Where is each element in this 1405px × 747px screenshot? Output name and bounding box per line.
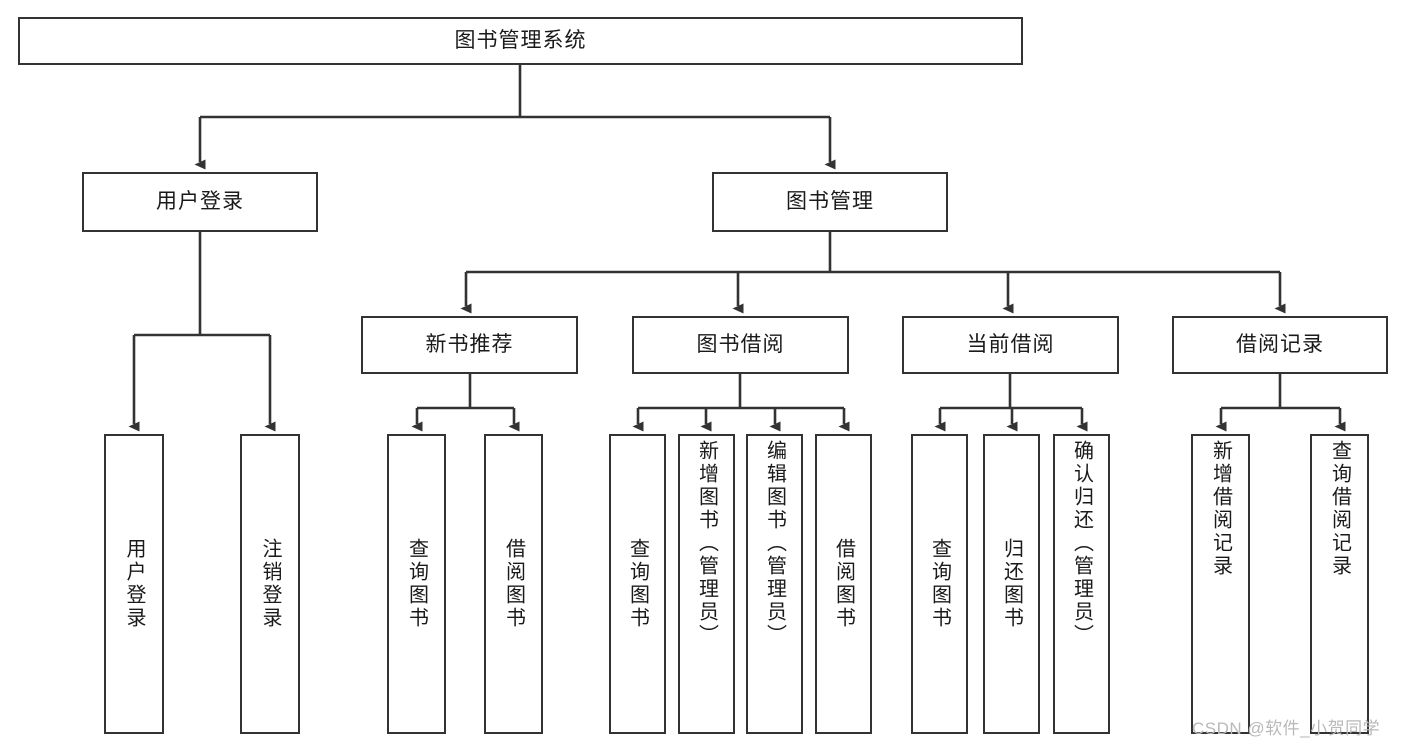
leaf-confirm-return-admin[interactable]: 确认归还（管理员） — [1053, 434, 1110, 734]
node-new-book-recommendation[interactable]: 新书推荐 — [361, 316, 578, 374]
leaf-borrow-book-borrow-label: 借阅图书 — [832, 538, 855, 630]
node-borrow-record[interactable]: 借阅记录 — [1172, 316, 1388, 374]
leaf-add-book-admin[interactable]: 新增图书（管理员） — [678, 434, 735, 734]
leaf-return-book[interactable]: 归还图书 — [983, 434, 1040, 734]
leaf-user-logout[interactable]: 注销登录 — [240, 434, 300, 734]
leaf-query-book-borrow-label: 查询图书 — [626, 538, 649, 630]
node-book-manage-label: 图书管理 — [786, 189, 874, 213]
leaf-edit-book-admin[interactable]: 编辑图书（管理员） — [746, 434, 803, 734]
leaf-user-login-label: 用户登录 — [123, 538, 145, 630]
node-borrow-record-label: 借阅记录 — [1236, 332, 1324, 356]
csdn-watermark: CSDN @软件_小贺同学 — [1192, 719, 1381, 738]
leaf-borrow-book-recommendation-label: 借阅图书 — [502, 538, 525, 630]
node-user-login[interactable]: 用户登录 — [82, 172, 318, 232]
node-user-login-label: 用户登录 — [156, 189, 244, 213]
leaf-add-borrow-record-label: 新增借阅记录 — [1209, 440, 1232, 578]
leaf-add-borrow-record[interactable]: 新增借阅记录 — [1191, 434, 1250, 734]
leaf-return-book-label: 归还图书 — [1000, 538, 1023, 630]
leaf-add-book-admin-label: 新增图书（管理员） — [695, 440, 718, 647]
node-book-borrow-label: 图书借阅 — [696, 332, 785, 356]
leaf-borrow-book-borrow[interactable]: 借阅图书 — [815, 434, 872, 734]
node-root[interactable]: 图书管理系统 — [18, 17, 1023, 65]
leaf-query-book-current[interactable]: 查询图书 — [911, 434, 968, 734]
leaf-query-book-current-label: 查询图书 — [928, 538, 951, 630]
leaf-borrow-book-recommendation[interactable]: 借阅图书 — [484, 434, 543, 734]
leaf-query-borrow-record-label: 查询借阅记录 — [1328, 440, 1351, 578]
leaf-user-logout-label: 注销登录 — [259, 538, 281, 630]
node-book-manage[interactable]: 图书管理 — [712, 172, 948, 232]
leaf-query-borrow-record[interactable]: 查询借阅记录 — [1310, 434, 1369, 734]
leaf-query-book-recommendation-label: 查询图书 — [405, 538, 428, 630]
leaf-query-book-borrow[interactable]: 查询图书 — [609, 434, 666, 734]
leaf-query-book-recommendation[interactable]: 查询图书 — [387, 434, 446, 734]
leaf-user-login[interactable]: 用户登录 — [104, 434, 164, 734]
node-current-borrow[interactable]: 当前借阅 — [902, 316, 1119, 374]
node-root-label: 图书管理系统 — [454, 28, 587, 52]
node-new-book-recommendation-label: 新书推荐 — [425, 332, 514, 356]
node-current-borrow-label: 当前借阅 — [966, 332, 1055, 356]
leaf-confirm-return-admin-label: 确认归还（管理员） — [1070, 440, 1093, 647]
leaf-edit-book-admin-label: 编辑图书（管理员） — [763, 440, 786, 647]
node-book-borrow[interactable]: 图书借阅 — [632, 316, 849, 374]
